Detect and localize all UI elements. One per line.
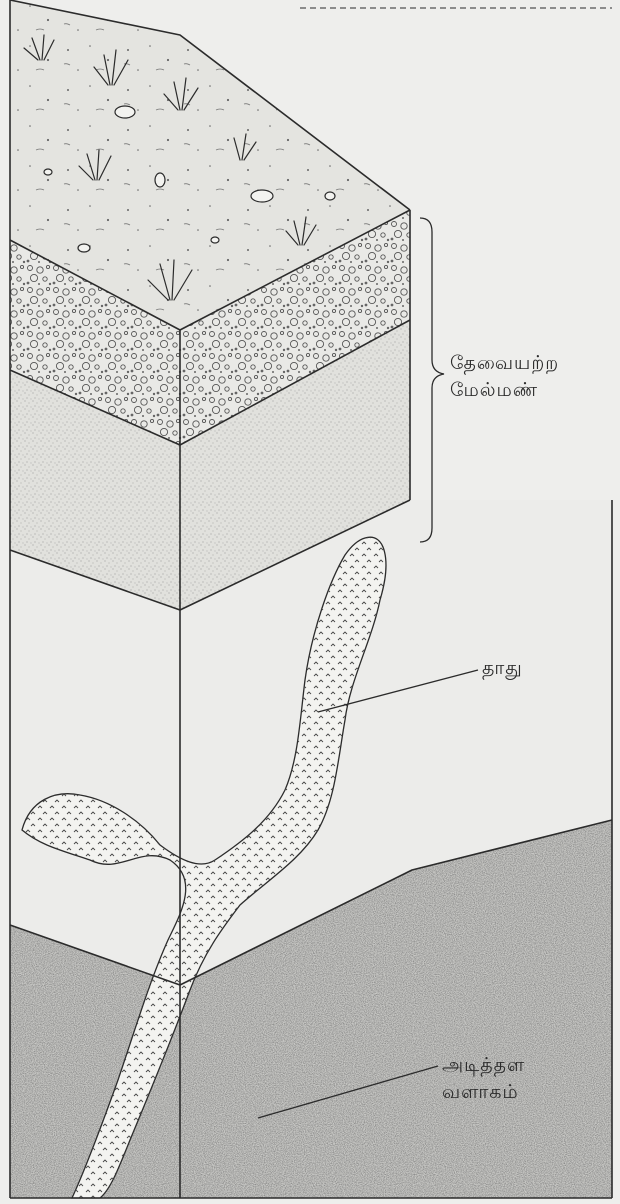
overburden-label-line-2: மேல்மண் bbox=[450, 377, 559, 404]
pebble-icon bbox=[325, 192, 335, 200]
pebble-icon bbox=[155, 173, 165, 187]
ore-label-text: தாது bbox=[482, 655, 523, 682]
pebble-icon bbox=[211, 237, 219, 243]
pebble-icon bbox=[44, 169, 52, 175]
pebble-icon bbox=[251, 190, 273, 202]
pebble-icon bbox=[78, 244, 90, 252]
overburden-label: தேவையற்ற மேல்மண் bbox=[450, 350, 559, 404]
bedrock-label-line-2: வளாகம் bbox=[442, 1079, 525, 1106]
pebble-icon bbox=[115, 106, 135, 118]
ore-label: தாது bbox=[482, 655, 523, 682]
bedrock-label-line-1: அடித்தள bbox=[442, 1052, 525, 1079]
bedrock-label: அடித்தள வளாகம் bbox=[442, 1052, 525, 1106]
block-faces bbox=[10, 0, 612, 1198]
overburden-bracket bbox=[420, 218, 444, 542]
overburden-label-line-1: தேவையற்ற bbox=[450, 350, 559, 377]
